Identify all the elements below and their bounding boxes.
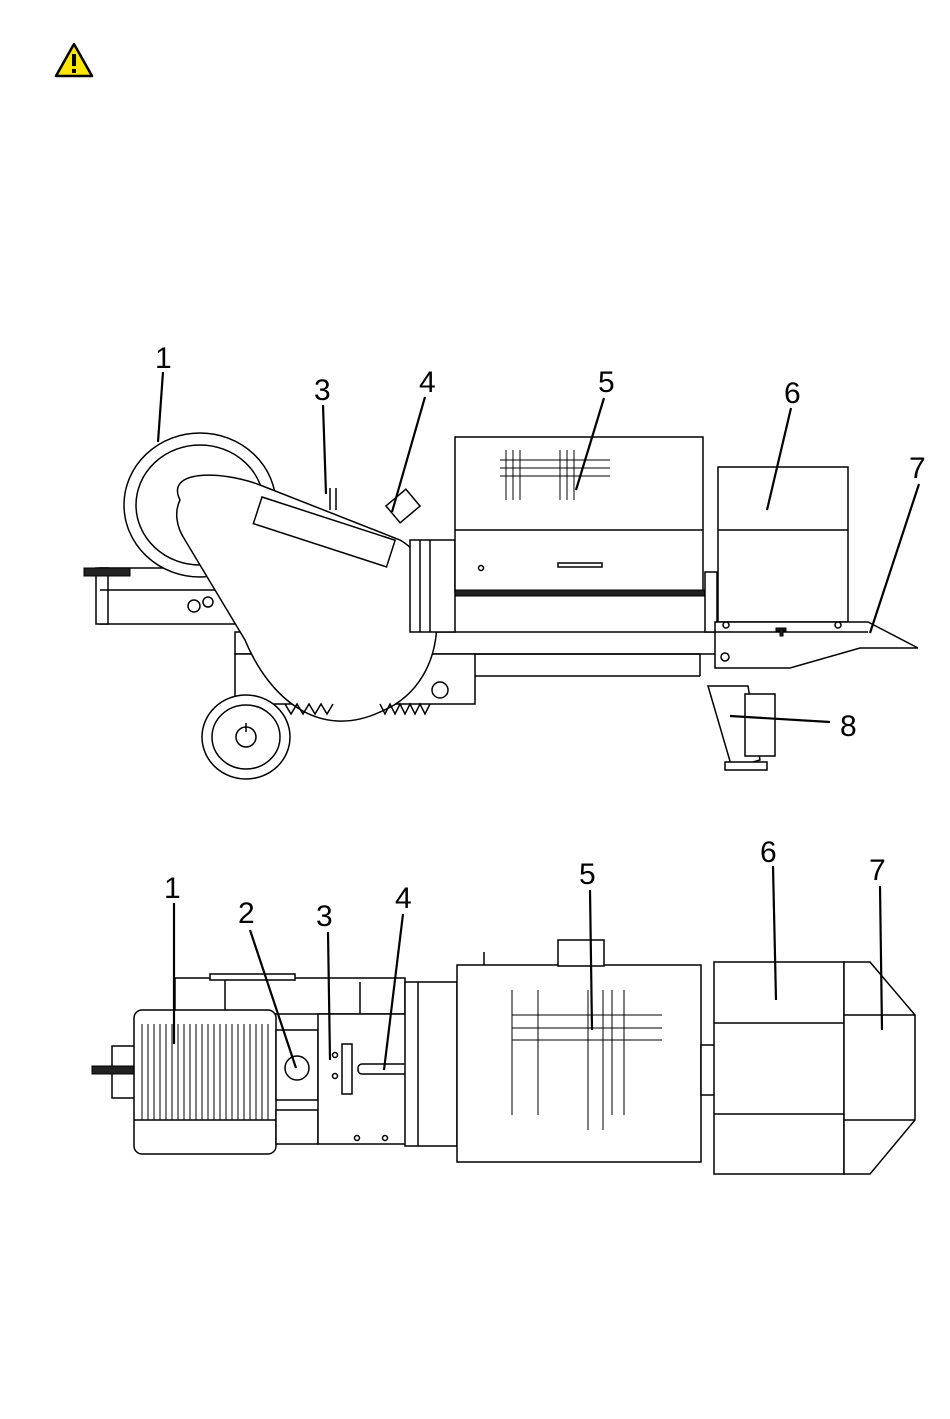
callout-top-6: 6 — [760, 836, 777, 869]
callout-top-1: 1 — [164, 872, 181, 905]
callout-side-1: 1 — [155, 342, 172, 375]
callout-top-2: 2 — [238, 897, 255, 930]
callout-top-7: 7 — [869, 854, 886, 887]
callout-side-6: 6 — [784, 377, 801, 410]
top-view: 1 2 3 4 5 6 7 — [92, 836, 915, 1174]
callout-side-8: 8 — [840, 710, 857, 743]
side-lever — [386, 489, 420, 523]
callout-top-3: 3 — [316, 900, 333, 933]
callout-top-4: 4 — [395, 882, 412, 915]
side-wheel — [202, 695, 290, 779]
side-view: 1 3 4 5 6 7 8 — [84, 342, 926, 779]
top-middle-3 — [318, 1014, 408, 1144]
top-box-5 — [457, 965, 701, 1162]
top-motor-1 — [134, 1010, 276, 1154]
side-tray-7 — [715, 622, 918, 668]
callout-side-3: 3 — [314, 374, 331, 407]
callout-side-7: 7 — [909, 452, 926, 485]
top-box-6 — [714, 962, 844, 1174]
side-box-6 — [718, 467, 848, 622]
callout-side-4: 4 — [419, 366, 436, 399]
callout-side-5: 5 — [598, 366, 615, 399]
top-chute-7 — [844, 962, 915, 1174]
callout-top-5: 5 — [579, 858, 596, 891]
